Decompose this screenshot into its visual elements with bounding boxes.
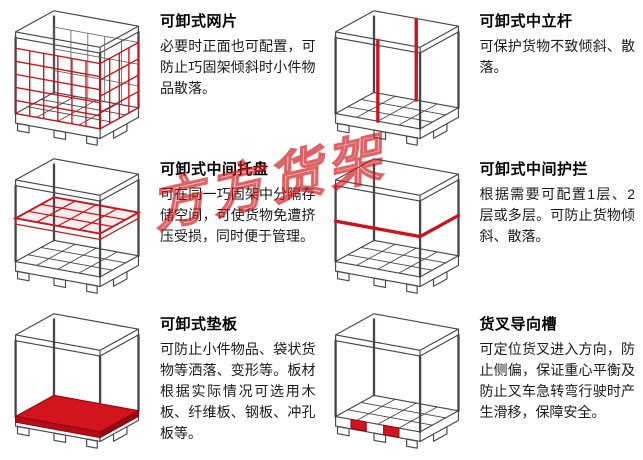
center-pole-illustration [333,9,460,147]
fork-guide-illustration [333,312,460,450]
feature-title: 可卸式中间护拦 [479,161,589,178]
feature-description: 可保护货物不致倾斜、散落。 [479,38,636,75]
feature-description: 可定位货叉进入方向，防止侧偏，保证重心平衡及防止叉车急转弯行驶时产生滑移，保障安… [479,341,636,420]
middle-pallet-illustration [12,157,142,295]
feature-cell-center-pole: 可卸式中立杆 可保护货物不致倾斜、散落。 [322,4,642,152]
feature-cell-middle-pallet: 可卸式中间托盘 可在同一巧固架中分隔存储空间，可使货物免遭挤压受损，同时便于管理… [2,152,322,307]
red-middle-shelf [12,196,142,241]
red-mesh-panels [14,41,140,130]
red-center-poles [375,17,418,123]
feature-title: 可卸式网片 [160,13,238,30]
feature-cell-fork-guide: 货叉导向槽 可定位货叉进入方向，防止侧偏，保证重心平衡及防止叉车急转弯行驶时产生… [322,307,642,460]
middle-rail-illustration [333,157,460,295]
feature-title: 可卸式中立杆 [479,13,573,30]
feature-description: 根据需要可配置1层、2层或多层。可防止货物倾斜、散落。 [479,186,636,244]
feature-description: 可防止小件物品、袋状货物等洒落、变形等。板材根据实际情况可选用木板、纤维板、钢板… [160,341,316,441]
base-board-illustration [14,312,140,450]
red-base-board [14,394,140,439]
feature-title: 可卸式中间托盘 [160,161,269,178]
red-fork-guides [349,418,399,438]
feature-cell-mesh-panel: 可卸式网片 必要时正面也可配置，可防止巧固架倾斜时小件物品散落。 [2,4,322,152]
feature-cell-base-board: 可卸式垫板 可防止小件物品、袋状货物等洒落、变形等。板材根据实际情况可选用木板、… [2,307,322,460]
feature-description: 可在同一巧固架中分隔存储空间，可使货物免遭挤压受损，同时便于管理。 [160,186,316,244]
feature-cell-middle-rail: 可卸式中间护拦 根据需要可配置1层、2层或多层。可防止货物倾斜、散落。 [322,152,642,307]
mesh-panel-illustration [14,9,140,147]
feature-title: 货叉导向槽 [479,316,558,333]
feature-title: 可卸式垫板 [160,316,238,333]
feature-description: 必要时正面也可配置，可防止巧固架倾斜时小件物品散落。 [160,38,316,96]
red-guard-rail [333,213,460,239]
